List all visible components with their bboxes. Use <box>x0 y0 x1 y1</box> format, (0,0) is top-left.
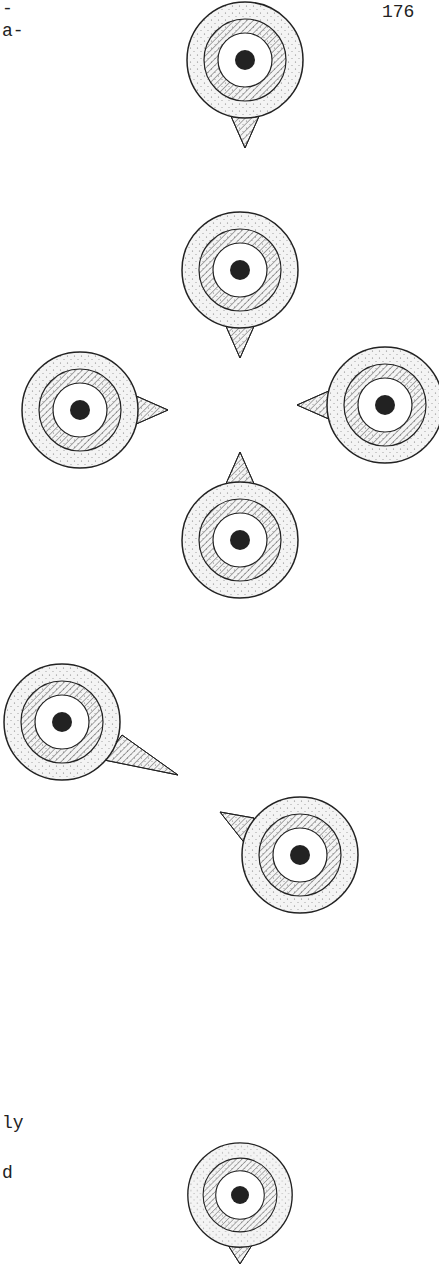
target-disc <box>4 664 120 780</box>
wedge <box>225 324 255 358</box>
target-disc <box>187 2 303 118</box>
wedge <box>230 114 260 148</box>
text-fragment: - <box>2 0 13 20</box>
target-disc <box>22 352 138 468</box>
target-set <box>4 2 439 1247</box>
target-disc <box>242 797 358 913</box>
wedge <box>230 114 260 148</box>
page-number: 176 <box>382 3 414 23</box>
wedge <box>297 390 331 420</box>
wedge <box>134 395 168 425</box>
wedge <box>225 324 255 358</box>
text-fragment: d <box>2 1164 13 1184</box>
text-fragment: ly <box>2 1114 24 1134</box>
target-disc <box>182 212 298 328</box>
text-fragment: a- <box>2 22 24 42</box>
wedge <box>134 395 168 425</box>
wedge-set <box>104 114 331 1264</box>
wedge <box>225 452 255 486</box>
wedge <box>225 452 255 486</box>
target-disc <box>182 482 298 598</box>
wedge <box>297 390 331 420</box>
target-disc <box>188 1143 292 1247</box>
target-disc <box>327 347 439 463</box>
